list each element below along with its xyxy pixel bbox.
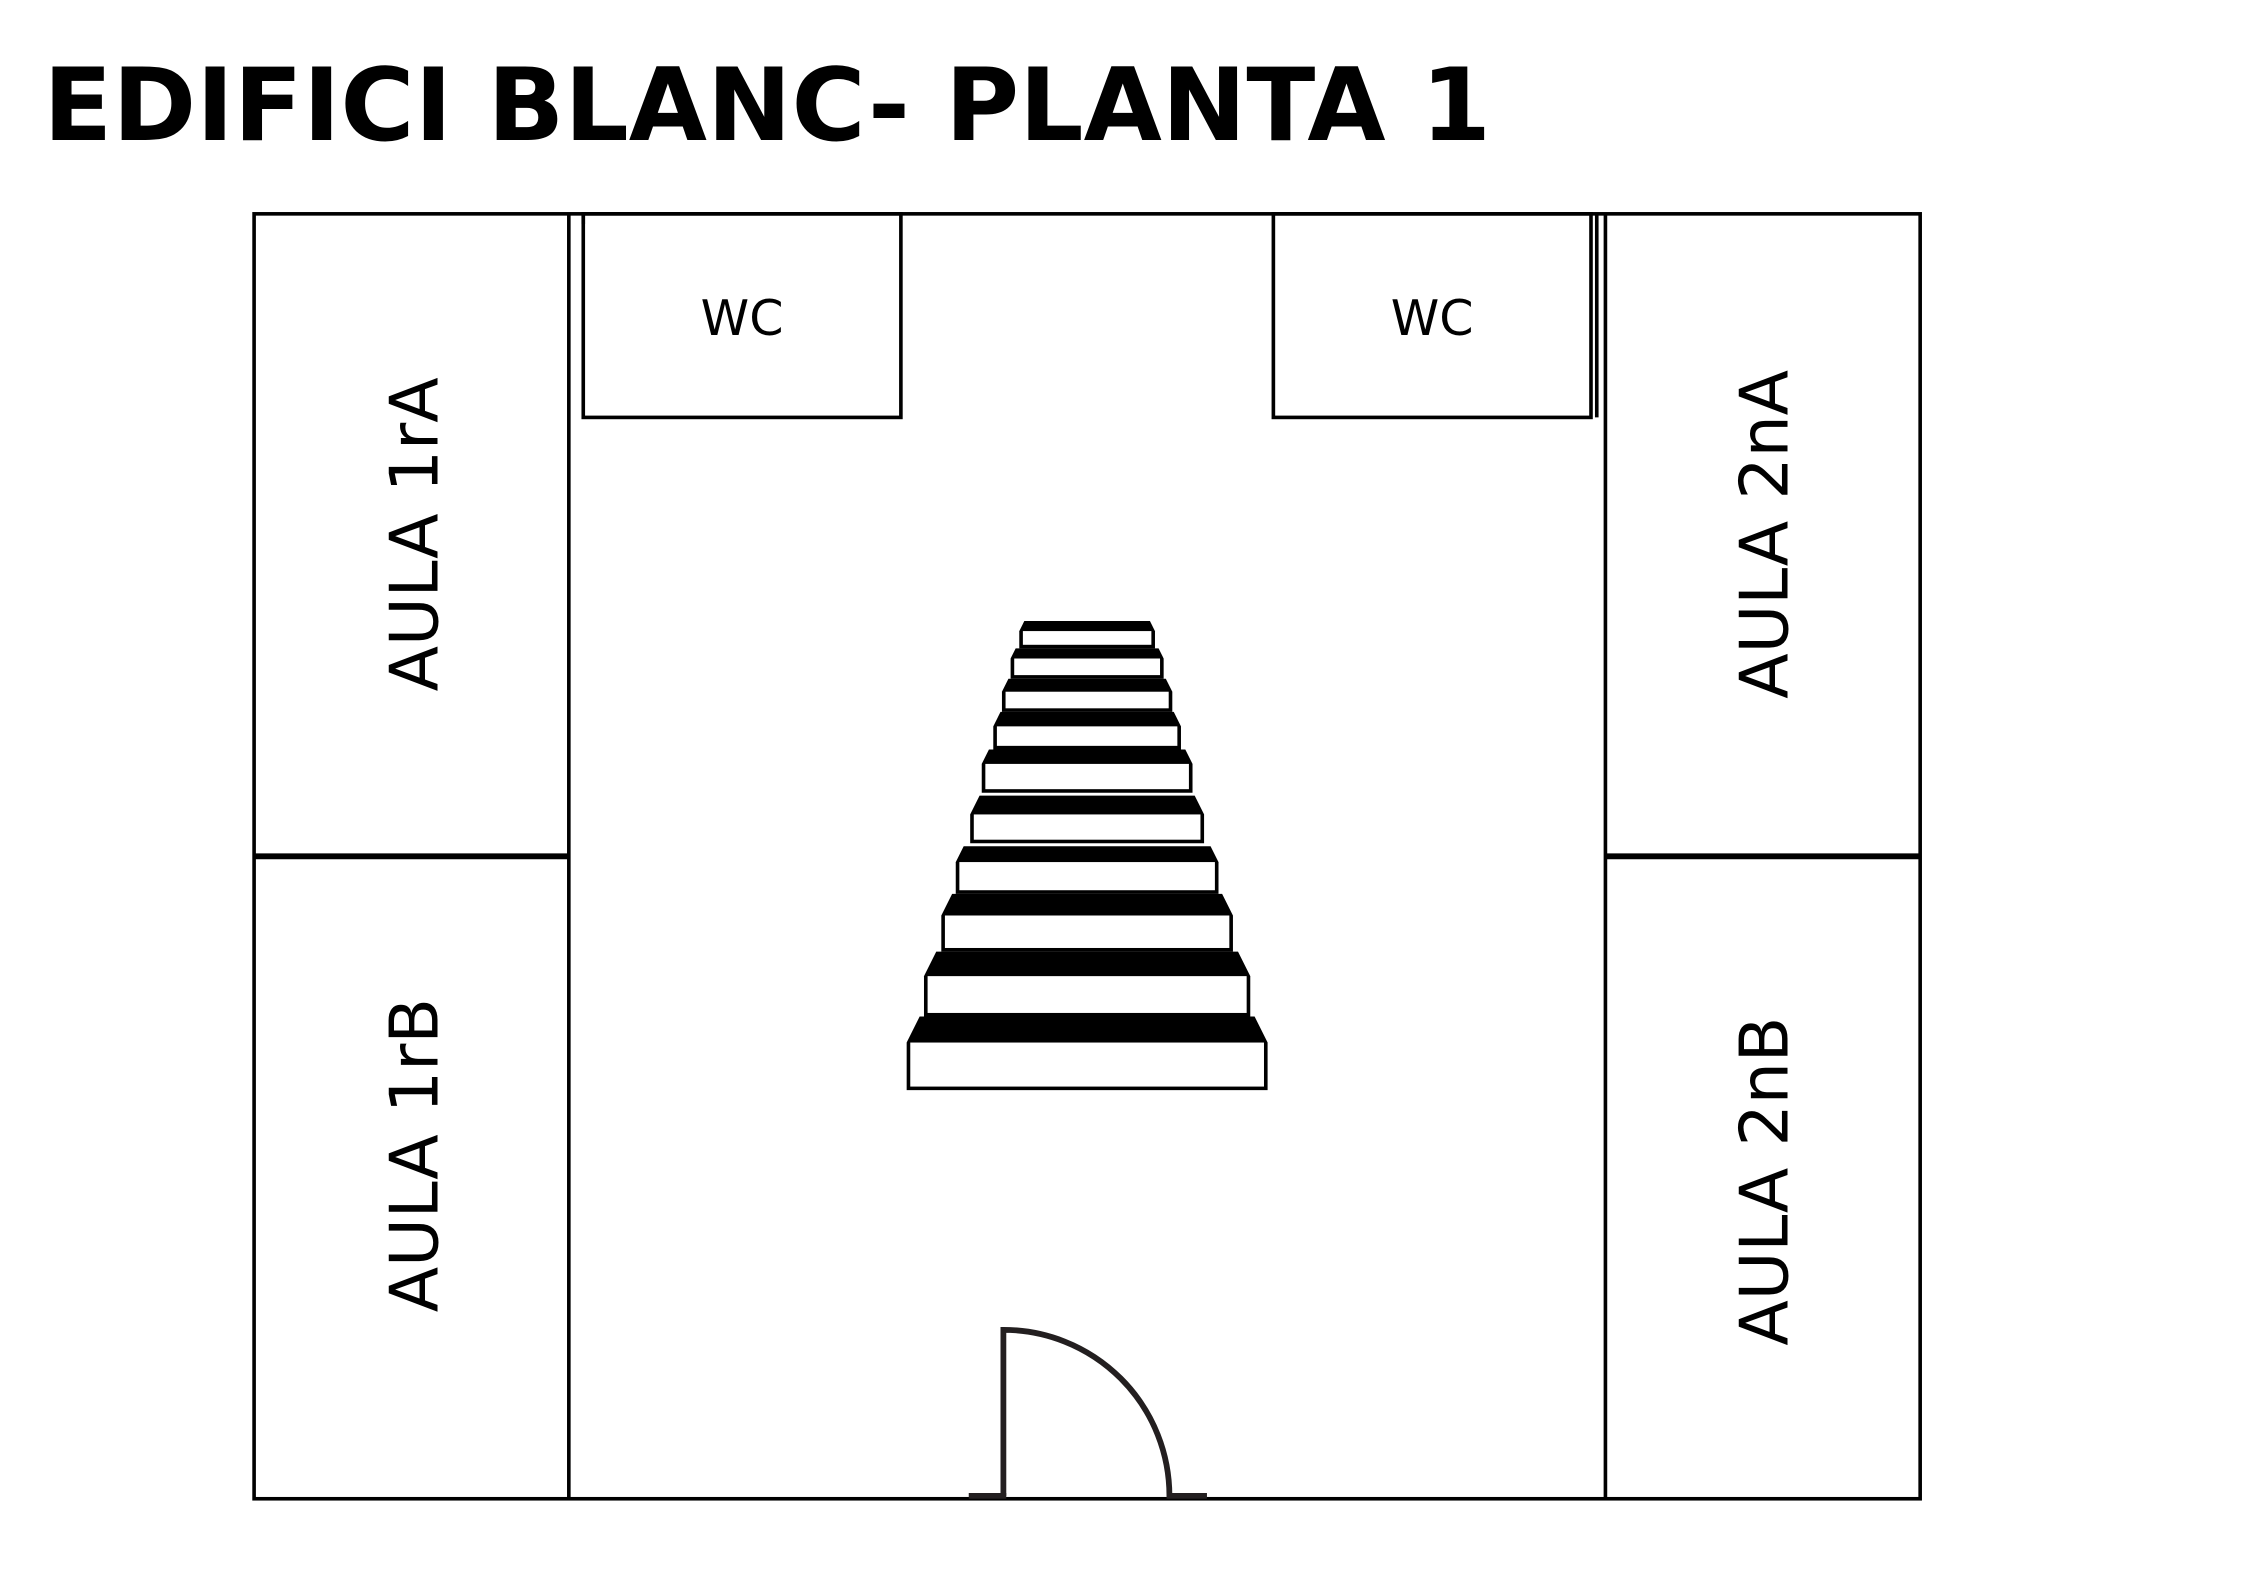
stair-tread <box>1005 691 1169 709</box>
stair-tread <box>944 915 1230 948</box>
building-outline <box>252 212 1922 1501</box>
room-label: AULA 2nB <box>1725 1017 1803 1346</box>
stair-tread <box>1014 658 1161 676</box>
stair-tread <box>973 814 1201 840</box>
wc-box <box>1271 212 1593 420</box>
room-label: AULA 1rA <box>375 377 453 691</box>
room-wc-right[interactable]: WC <box>1271 212 1593 420</box>
page-title: EDIFICI BLANC- PLANTA 1 <box>43 46 1491 164</box>
room-label: WC <box>1391 289 1474 347</box>
room-wc-left[interactable]: WC <box>581 212 903 420</box>
room-aula-1rb[interactable]: AULA 1rB <box>375 998 453 1312</box>
stair-tread <box>1022 631 1152 645</box>
room-label: AULA 1rB <box>375 998 453 1312</box>
stair-tread <box>927 976 1247 1013</box>
stair-tread <box>959 862 1215 891</box>
room-aula-1ra[interactable]: AULA 1rA <box>375 377 453 691</box>
stair-tread <box>910 1042 1264 1087</box>
room-aula-2nb[interactable]: AULA 2nB <box>1725 1017 1803 1346</box>
room-label: AULA 2nA <box>1725 370 1803 699</box>
room-aula-2na[interactable]: AULA 2nA <box>1725 370 1803 699</box>
room-label: WC <box>701 289 784 347</box>
door-icon <box>968 1326 1207 1499</box>
stair-tread <box>996 726 1178 746</box>
stair-tread <box>985 763 1189 790</box>
wc-box <box>581 212 903 420</box>
stairs-icon <box>906 620 1268 1091</box>
